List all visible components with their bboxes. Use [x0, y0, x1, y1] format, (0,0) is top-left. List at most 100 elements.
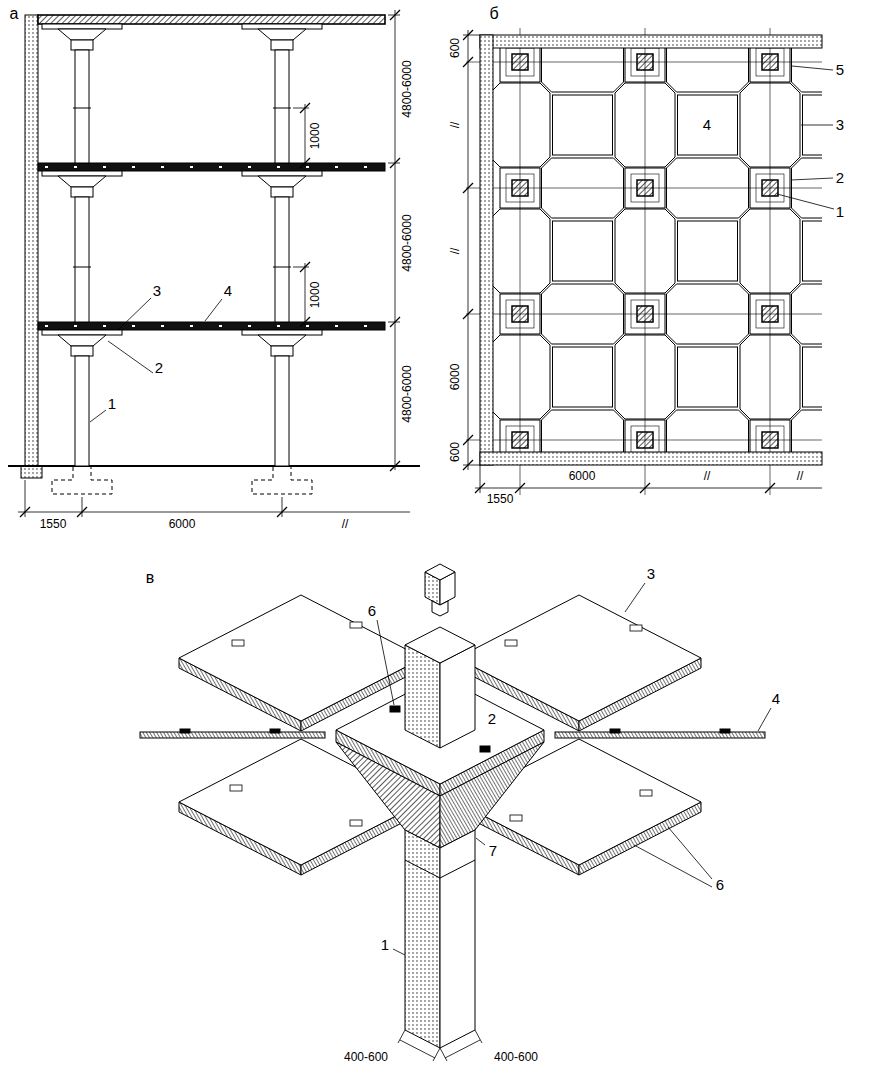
exploded-view	[505, 640, 517, 646]
plan-view	[466, 314, 822, 315]
plan-view	[466, 188, 822, 189]
dimension-label: 4800-6000	[401, 213, 414, 272]
section-view	[75, 50, 89, 163]
dimension-label: 1000	[309, 281, 322, 310]
plan-view	[803, 221, 823, 281]
section-view	[38, 163, 385, 171]
dimension-lines	[390, 158, 400, 168]
dimension-lines	[305, 263, 306, 326]
leader-lines	[625, 583, 645, 612]
exploded-view	[270, 729, 280, 733]
dimension-lines	[300, 262, 310, 272]
panel-letter: в	[145, 569, 156, 587]
dimension-lines	[18, 512, 410, 513]
dimension-lines	[475, 483, 485, 493]
dimension-label: 400-600	[343, 1051, 389, 1064]
plan-view	[678, 221, 738, 281]
dimension-lines	[398, 1030, 482, 1061]
plan-view	[678, 95, 738, 155]
exploded-view	[350, 622, 362, 628]
dimension-lines	[463, 460, 473, 470]
section-view	[252, 467, 312, 494]
dimension-label: //	[703, 470, 712, 483]
plan-view	[542, 48, 624, 92]
exploded-view	[640, 790, 652, 796]
dimension-label: 4800-6000	[401, 364, 414, 423]
dimension-lines	[277, 507, 287, 517]
dimension-lines	[463, 465, 480, 466]
plan-view	[667, 410, 749, 452]
dimension-label: //	[449, 121, 462, 130]
callout-number: 1	[380, 937, 390, 954]
section-view	[21, 466, 42, 478]
dimension-label: 1550	[486, 493, 515, 506]
section-view	[42, 330, 122, 335]
section-view	[71, 40, 93, 50]
exploded-view	[140, 564, 765, 1048]
section-view	[73, 108, 91, 109]
leader-lines	[792, 66, 833, 70]
dimension-lines	[400, 1040, 435, 1058]
exploded-view	[180, 729, 190, 733]
callout-number: 3	[152, 283, 162, 300]
section-view	[58, 176, 106, 187]
callout-number: 4	[223, 283, 233, 300]
callout-number: 1	[107, 396, 117, 413]
dimension-lines	[305, 104, 306, 167]
exploded-view	[336, 742, 440, 848]
callout-number: 4	[702, 117, 712, 134]
exploded-view	[480, 746, 490, 752]
exploded-view	[179, 595, 423, 721]
plan-view	[553, 347, 613, 407]
exploded-view	[140, 732, 325, 738]
dimension-lines	[463, 183, 473, 193]
dimension-lines	[300, 317, 310, 327]
dimension-lines	[293, 108, 309, 109]
exploded-view	[390, 706, 400, 712]
plan-view	[553, 221, 613, 281]
exploded-view	[457, 595, 701, 721]
dimension-lines	[468, 30, 469, 470]
callout-number: 7	[488, 843, 498, 860]
leader-lines	[377, 583, 771, 955]
leader-lines	[393, 949, 405, 955]
dimension-lines	[640, 483, 650, 493]
leader-lines	[108, 341, 153, 373]
callout-number: 3	[835, 117, 845, 134]
exploded-view	[432, 601, 448, 616]
callout-number: 6	[367, 603, 377, 620]
section-view	[71, 346, 93, 356]
plan-view	[770, 28, 771, 495]
plan-view	[466, 28, 822, 495]
section-view	[42, 171, 122, 176]
plan-view	[480, 452, 822, 465]
dimension-lines	[82, 497, 83, 517]
exploded-view	[232, 640, 244, 646]
section-view	[258, 29, 306, 40]
section-view	[242, 171, 322, 176]
dimension-lines	[515, 483, 525, 493]
plan-view	[480, 35, 822, 465]
exploded-view	[350, 820, 362, 826]
section-view	[242, 24, 322, 29]
leader-lines	[777, 66, 834, 209]
section-view	[242, 24, 322, 466]
section-view	[52, 467, 112, 494]
section-view	[271, 346, 293, 356]
plan-view	[493, 335, 550, 419]
dimension-label: 6000	[568, 470, 597, 483]
plan-view	[792, 48, 823, 92]
exploded-view	[610, 729, 620, 733]
section-view	[275, 50, 289, 163]
dimension-lines	[20, 507, 30, 517]
callout-number: 2	[835, 170, 845, 187]
dimension-label: //	[341, 518, 350, 531]
section-view	[275, 197, 289, 322]
dimension-lines	[293, 267, 309, 268]
dimension-lines	[282, 497, 283, 517]
exploded-view	[720, 729, 730, 733]
dimension-label: 4800-6000	[401, 59, 414, 118]
leader-lines	[377, 620, 394, 705]
section-view	[73, 267, 91, 268]
